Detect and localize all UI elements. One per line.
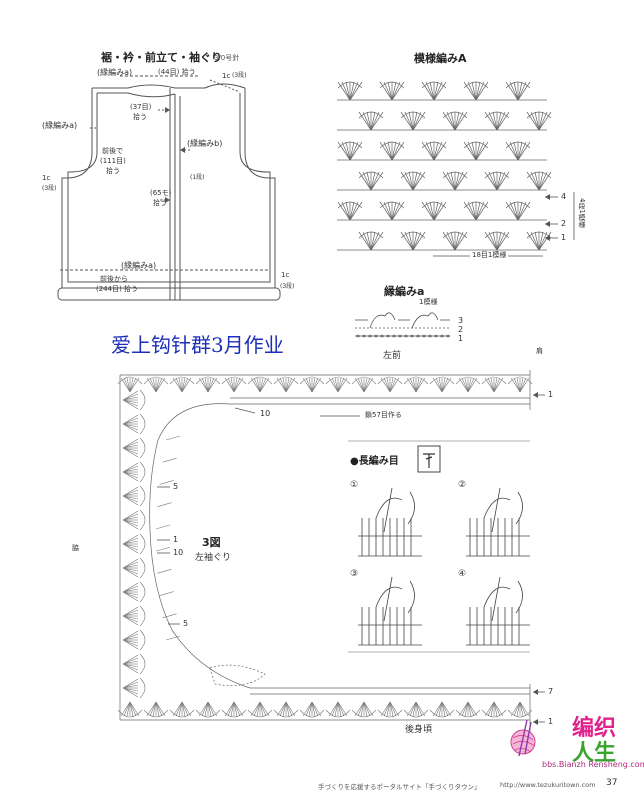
shoulder-label: 肩 [536, 347, 543, 355]
side-label: 脇 [72, 544, 79, 552]
edging-a-row1: 1 [458, 334, 464, 343]
bottom-edging-label: (縁編みa) [121, 261, 157, 270]
chain-note: 鎖57目作る [365, 411, 402, 419]
logo-text-top: 编织 [572, 716, 617, 741]
edging-a-row3: 3 [458, 316, 464, 325]
figure3-row5-left: 5 [173, 482, 179, 491]
pattern-a-row1: 1 [561, 233, 567, 242]
left-3dan-mark: (3段) [42, 185, 57, 192]
pattern-a-row4: 4 [561, 192, 567, 201]
needle-size: 3/0号針 [214, 54, 240, 62]
bottom-3dan-mark: (3段) [280, 283, 295, 290]
bottom-1c-mark: 1c [281, 271, 290, 279]
stitch-guide-title: ●長編み目 [350, 456, 399, 467]
from-front-back-label: 前後から [100, 275, 128, 283]
edging-a-left-front: 左前 [383, 351, 402, 361]
pattern-a-repeat-stitches: 18目1模様 [470, 251, 509, 259]
figure3-name: 左袖ぐり [195, 553, 232, 563]
figure3-row1-bottom: 1 [548, 717, 554, 726]
logo-bbs-url: bbs.Bianzh Rensheng.com [542, 760, 644, 769]
one-dan-label: (1段) [190, 174, 205, 181]
top-edging-label: (縁編みa) [97, 68, 133, 77]
edging-a-title: 縁編みa [384, 285, 425, 298]
figure3-row7: 7 [548, 687, 554, 696]
pattern-a-row2: 2 [561, 219, 567, 228]
figure3-row1-mid: 1 [173, 535, 179, 544]
watermark-text: 爱上钩针群3月作业 [111, 333, 284, 357]
figure3-number: 3図 [202, 536, 221, 549]
vest-outline [57, 75, 281, 301]
footer-portal: 手づくりを応援するポータルサイト「手づくりタウン」 [318, 783, 481, 791]
count-111-label: (111目) [100, 157, 126, 165]
vest-diagram-title: 裾・衿・前立て・袖ぐり [101, 51, 222, 64]
figure3-row10-mid: 10 [173, 548, 184, 557]
pick-65-label: 拾う [153, 199, 167, 207]
top-3dan-mark: (3段) [232, 72, 247, 79]
pattern-a-stitch-chart [337, 81, 552, 251]
top-1c-mark: 1c [222, 72, 231, 80]
figure3-row1-top: 1 [548, 390, 554, 399]
figure3-row10-top: 10 [260, 409, 271, 418]
right-edging-label: (縁編みb) [187, 139, 223, 148]
edging-a-repeat: 1模様 [419, 298, 438, 306]
step-4-number: ④ [458, 569, 467, 579]
step-1-number: ① [350, 480, 359, 490]
footer-url: http://www.tezukuritown.com [500, 781, 596, 789]
footer-page-number: 37 [606, 778, 618, 788]
back-body-label: 後身頃 [405, 725, 433, 735]
edging-a-stitch-chart [355, 312, 450, 338]
top-count-label: (44目) 拾う [158, 68, 196, 76]
step-3-number: ③ [350, 569, 359, 579]
left-edging-label: (縁編みa) [42, 121, 78, 130]
edging-a-row2: 2 [458, 325, 464, 334]
step-2-number: ② [458, 480, 467, 490]
pattern-a-repeat-rows: 4段1模様 [578, 198, 586, 228]
left-1c-mark: 1c [42, 174, 51, 182]
pattern-a-title: 模様編みA [414, 52, 467, 65]
logo-text-bottom: 人生 [572, 741, 617, 766]
count-65-label: (65モ) [150, 189, 172, 197]
neck-pick-label: 拾う [133, 113, 147, 121]
figure3-row5-low: 5 [183, 619, 189, 628]
pick-111-label: 拾う [106, 167, 120, 175]
count-244-label: (244目) 拾う [96, 285, 139, 293]
front-back-label: 前後で [102, 147, 123, 155]
neck-count-label: (37目) [130, 103, 152, 111]
